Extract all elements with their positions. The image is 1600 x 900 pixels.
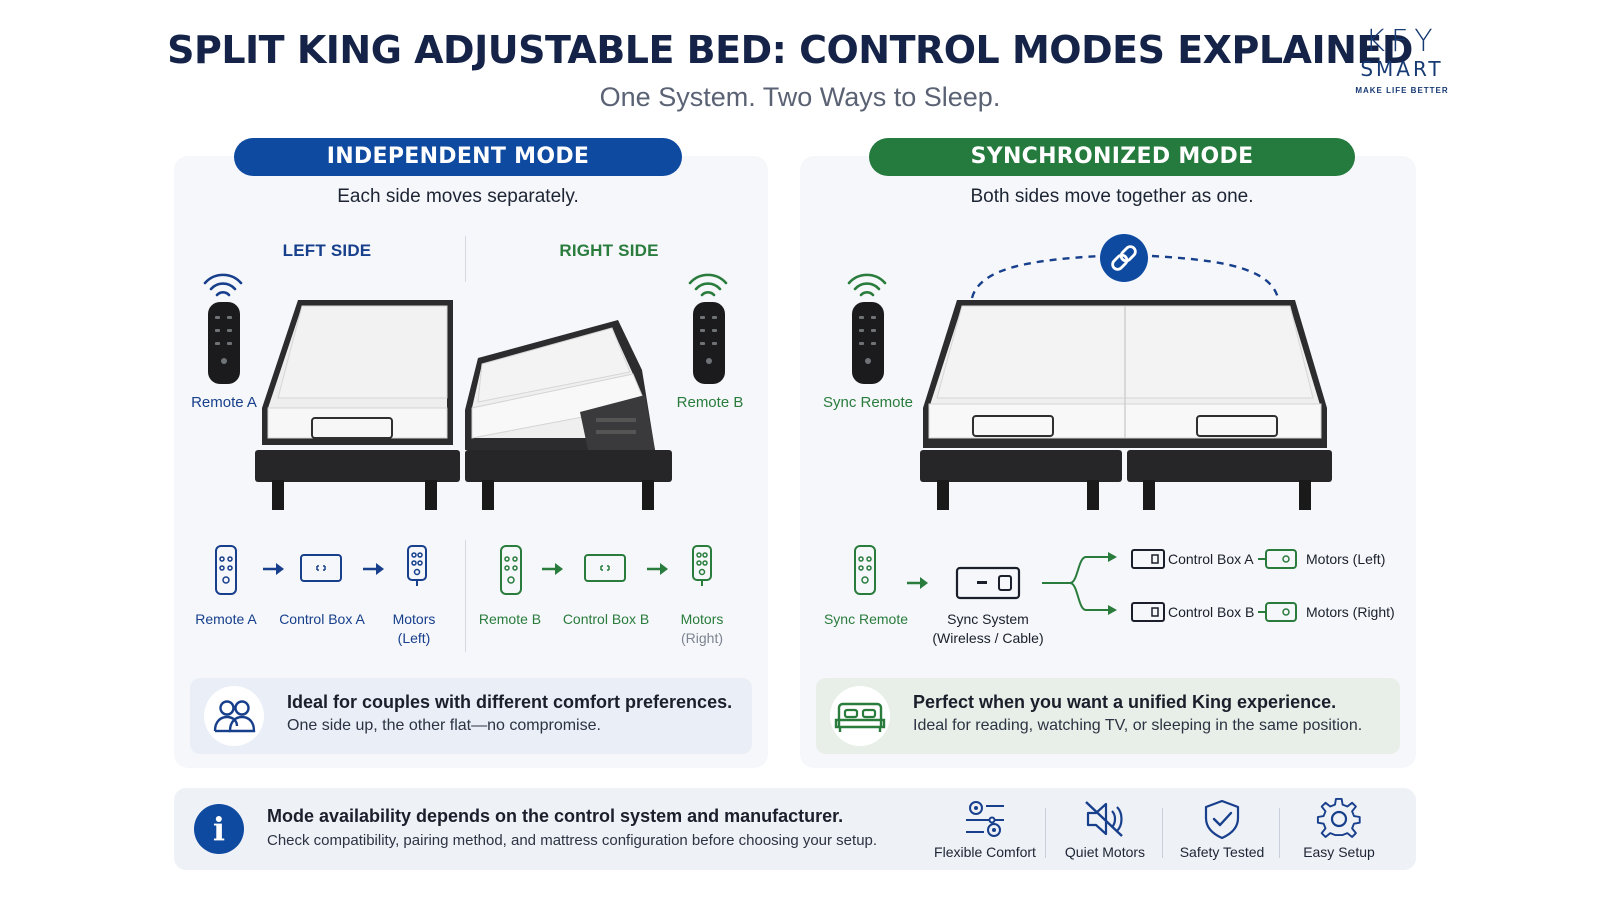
- bed-icon: [834, 702, 886, 732]
- arrow-right-icon: [907, 577, 928, 589]
- wifi-signal-icon: [203, 273, 243, 297]
- synchronized-info-subtitle: Ideal for reading, watching TV, or sleep…: [913, 717, 1363, 734]
- independent-info-title: Ideal for couples with different comfort…: [287, 692, 733, 712]
- flow-label-control-box-a: Control Box A: [279, 611, 365, 627]
- sync-motors-right-label: Motors (Right): [1306, 604, 1395, 620]
- arrow-right-icon: [363, 563, 384, 575]
- independent-info-subtitle: One side up, the other flat—no compromis…: [287, 717, 601, 734]
- remote-a-device: [208, 302, 240, 384]
- brand-logo: KFY SMART MAKE LIFE BETTER: [1352, 24, 1452, 96]
- right-side-label: RIGHT SIDE: [559, 241, 659, 260]
- left-side-label: LEFT SIDE: [282, 241, 372, 260]
- speaker-muted-icon: [1085, 801, 1123, 837]
- independent-mode-heading: INDEPENDENT MODE: [234, 138, 682, 176]
- footer-notice-subtitle: Check compatibility, pairing method, and…: [267, 832, 878, 849]
- feature-divider: [1045, 808, 1046, 858]
- feature-label: Flexible Comfort: [934, 844, 1036, 860]
- feature-quiet-motors: Quiet Motors: [1050, 798, 1160, 864]
- synchronized-info-title: Perfect when you want a unified King exp…: [913, 692, 1337, 712]
- arrow-right-icon: [647, 563, 668, 575]
- split-king-bed-illustration: [255, 300, 672, 510]
- flow-label-control-box-b: Control Box B: [562, 611, 650, 627]
- link-badge: [1100, 234, 1148, 282]
- motors-left-icon: [1258, 549, 1297, 569]
- flow-label-motors-right-sub: (Right): [680, 630, 723, 646]
- logo-tagline: MAKE LIFE BETTER: [1355, 86, 1449, 95]
- shield-check-icon: [1204, 799, 1240, 840]
- control-box-a-icon: [1131, 549, 1165, 569]
- feature-flexible-comfort: Flexible Comfort: [930, 798, 1040, 864]
- remote-a-label: Remote A: [191, 394, 257, 411]
- remote-b-device: [693, 302, 725, 384]
- sync-control-box-a-label: Control Box A: [1168, 551, 1254, 567]
- info-icon: i: [194, 804, 244, 854]
- feature-label: Safety Tested: [1179, 844, 1265, 860]
- flow-label-motors-right: Motors: [680, 611, 724, 627]
- unified-king-bed-illustration: [920, 300, 1332, 510]
- sliders-gear-icon: [966, 801, 1004, 837]
- flow-label-motors-left: Motors: [392, 611, 436, 627]
- feature-safety-tested: Safety Tested: [1167, 798, 1277, 864]
- independent-info-box: [190, 678, 752, 754]
- flow-label-remote-b: Remote B: [478, 611, 542, 627]
- logo-line-2: SMART: [1360, 57, 1444, 81]
- side-divider: [465, 236, 466, 282]
- motors-left-icon: [407, 545, 427, 586]
- page-title: SPLIT KING ADJUSTABLE BED: CONTROL MODES…: [167, 28, 1413, 72]
- logo-line-1: KFY: [1365, 24, 1439, 59]
- feature-label: Easy Setup: [1303, 844, 1375, 860]
- remote-a-flow-icon: [215, 545, 237, 595]
- synchronized-info-box: [816, 678, 1400, 754]
- feature-divider: [1279, 808, 1280, 858]
- link-chain-icon: [1111, 245, 1137, 271]
- flow-divider: [465, 540, 466, 652]
- flow-label-sync-remote: Sync Remote: [823, 611, 909, 627]
- sync-link-arc: [970, 254, 1280, 299]
- flow-label-sync-system: Sync System: [947, 611, 1029, 627]
- sync-control-box-b-label: Control Box B: [1168, 604, 1255, 620]
- couple-icon: [213, 700, 256, 733]
- bed-icon-circle: [830, 686, 890, 746]
- arrow-right-icon: [263, 563, 284, 575]
- motors-right-icon: [692, 545, 712, 586]
- sync-system-icon: [955, 566, 1021, 600]
- couple-icon-circle: [204, 686, 264, 746]
- sync-motors-left-label: Motors (Left): [1306, 551, 1386, 567]
- sync-remote-flow-icon: [854, 545, 876, 595]
- feature-divider: [1162, 808, 1163, 858]
- feature-easy-setup: Easy Setup: [1284, 798, 1394, 864]
- wifi-signal-icon: [847, 273, 887, 297]
- remote-b-flow-icon: [500, 545, 522, 595]
- synchronized-mode-heading: SYNCHRONIZED MODE: [869, 138, 1355, 176]
- control-box-a-icon: [300, 554, 342, 582]
- footer-notice-title: Mode availability depends on the control…: [267, 806, 844, 826]
- independent-mode-description: Each side moves separately.: [337, 186, 579, 207]
- synchronized-mode-description: Both sides move together as one.: [970, 186, 1254, 207]
- flow-label-sync-system-sub: (Wireless / Cable): [932, 630, 1044, 646]
- sync-remote-device: [852, 302, 884, 384]
- sync-branch-connector: [1042, 552, 1117, 615]
- control-box-b-icon: [1131, 602, 1165, 622]
- feature-label: Quiet Motors: [1064, 844, 1146, 860]
- arrow-right-icon: [542, 563, 563, 575]
- wifi-signal-icon: [688, 273, 728, 297]
- sync-remote-label: Sync Remote: [822, 394, 914, 411]
- flow-label-remote-a: Remote A: [195, 611, 257, 627]
- page-subtitle: One System. Two Ways to Sleep.: [599, 82, 1001, 112]
- motors-right-icon: [1258, 602, 1297, 622]
- control-box-b-icon: [584, 554, 626, 582]
- gear-icon: [1316, 798, 1361, 838]
- flow-label-motors-left-sub: (Left): [397, 630, 431, 646]
- remote-b-label: Remote B: [676, 394, 744, 411]
